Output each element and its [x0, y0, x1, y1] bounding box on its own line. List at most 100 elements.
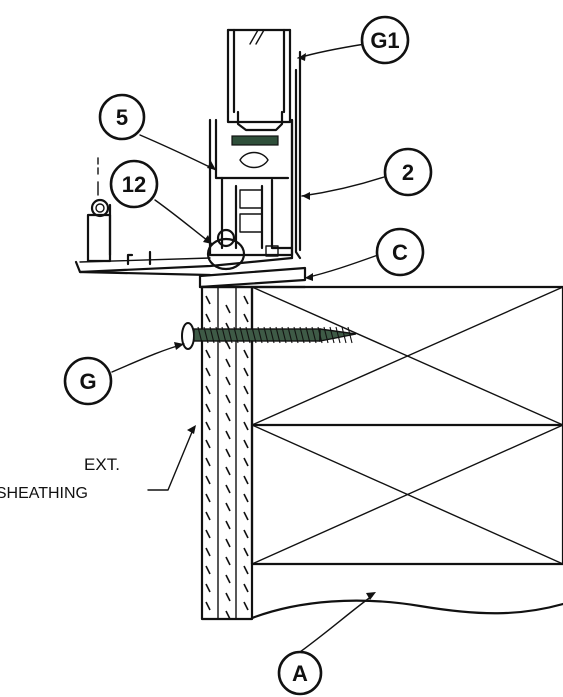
- thread-mark: [341, 326, 347, 344]
- thread-mark: [245, 326, 251, 344]
- thread-mark: [221, 326, 227, 344]
- hatch-mark: [205, 529, 211, 539]
- hatch-mark: [205, 403, 211, 413]
- thread-mark: [299, 326, 305, 344]
- sill-flashing: [198, 266, 307, 289]
- hatch-mark: [243, 457, 249, 467]
- hatch-mark: [205, 601, 211, 611]
- thread-mark: [305, 326, 311, 344]
- thread-mark: [227, 326, 233, 344]
- thread-mark: [281, 326, 287, 344]
- hatch-mark: [205, 547, 211, 557]
- thread-mark: [269, 326, 275, 344]
- screw-threads: [197, 326, 353, 344]
- foundation-wall: [250, 599, 563, 620]
- hatch-mark: [225, 610, 231, 620]
- hatch-mark: [225, 466, 231, 476]
- thread-mark: [197, 326, 203, 344]
- hatch-mark: [205, 367, 211, 377]
- hatch-mark: [205, 439, 211, 449]
- hatch-mark: [243, 547, 249, 557]
- hatch-mark: [225, 574, 231, 584]
- hatch-mark: [205, 511, 211, 521]
- hatch-mark: [243, 313, 249, 323]
- hatch-mark: [225, 358, 231, 368]
- annotation-sheathing: SHEATHING: [0, 485, 88, 502]
- thread-mark: [323, 326, 329, 344]
- hatch-mark: [225, 556, 231, 566]
- hatch-mark: [243, 439, 249, 449]
- sheathing-hatching: [205, 295, 249, 620]
- thread-mark: [293, 326, 299, 344]
- callout-5: 5: [98, 93, 146, 141]
- hatch-mark: [205, 349, 211, 359]
- thread-mark: [347, 326, 353, 344]
- thread-mark: [329, 326, 335, 344]
- hatch-mark: [243, 565, 249, 575]
- thread-mark: [335, 326, 341, 344]
- thread-mark: [287, 326, 293, 344]
- hatch-mark: [205, 565, 211, 575]
- callout-12: 12: [109, 159, 159, 209]
- wood-framing: [250, 285, 563, 566]
- hatch-mark: [205, 457, 211, 467]
- glazing-gasket: [231, 135, 279, 146]
- backer-rod: [206, 228, 246, 271]
- thread-mark: [239, 326, 245, 344]
- callout-g: G: [63, 356, 113, 406]
- thread-mark: [257, 326, 263, 344]
- hatch-mark: [225, 538, 231, 548]
- hatch-mark: [225, 592, 231, 602]
- frame-profile: [208, 50, 302, 260]
- annotation-ext: EXT.: [84, 455, 120, 474]
- thread-mark: [233, 326, 239, 344]
- hatch-mark: [205, 295, 211, 305]
- thread-mark: [203, 326, 209, 344]
- glass-unit: [226, 28, 292, 146]
- hatch-mark: [243, 421, 249, 431]
- callout-5-label: 5: [116, 105, 128, 130]
- hatch-mark: [225, 448, 231, 458]
- callout-2: 2: [383, 147, 433, 197]
- hatch-mark: [205, 385, 211, 395]
- exterior-sheathing: [200, 285, 254, 621]
- hatch-mark: [243, 475, 249, 485]
- thread-mark: [317, 326, 323, 344]
- hatch-mark: [243, 367, 249, 377]
- callout-2-label: 2: [402, 160, 414, 185]
- hatch-mark: [225, 340, 231, 350]
- thread-mark: [311, 326, 317, 344]
- hatch-mark: [225, 376, 231, 386]
- hatch-mark: [225, 520, 231, 530]
- hatch-mark: [243, 403, 249, 413]
- hatch-mark: [243, 385, 249, 395]
- hatch-mark: [243, 601, 249, 611]
- callout-c-label: C: [392, 240, 408, 265]
- callout-g1-label: G1: [370, 28, 399, 53]
- hatch-mark: [205, 475, 211, 485]
- hatch-mark: [243, 583, 249, 593]
- callout-a-label: A: [292, 661, 308, 686]
- thread-mark: [251, 326, 257, 344]
- callout-a: A: [277, 650, 323, 696]
- side-fitting: [86, 157, 112, 263]
- callout-g1: G1: [360, 15, 410, 65]
- hatch-mark: [243, 349, 249, 359]
- hatch-mark: [205, 583, 211, 593]
- callout-12-label: 12: [122, 172, 146, 197]
- thread-mark: [275, 326, 281, 344]
- hatch-mark: [225, 394, 231, 404]
- thread-mark: [215, 326, 221, 344]
- hatch-mark: [243, 529, 249, 539]
- hatch-mark: [225, 502, 231, 512]
- hatch-mark: [225, 412, 231, 422]
- fastener-screw: [181, 322, 357, 350]
- hatch-mark: [243, 295, 249, 305]
- hatch-mark: [225, 304, 231, 314]
- hatch-mark: [243, 511, 249, 521]
- hatch-mark: [205, 493, 211, 503]
- hatch-mark: [225, 430, 231, 440]
- callout-g-label: G: [79, 369, 96, 394]
- callout-c: C: [375, 227, 425, 277]
